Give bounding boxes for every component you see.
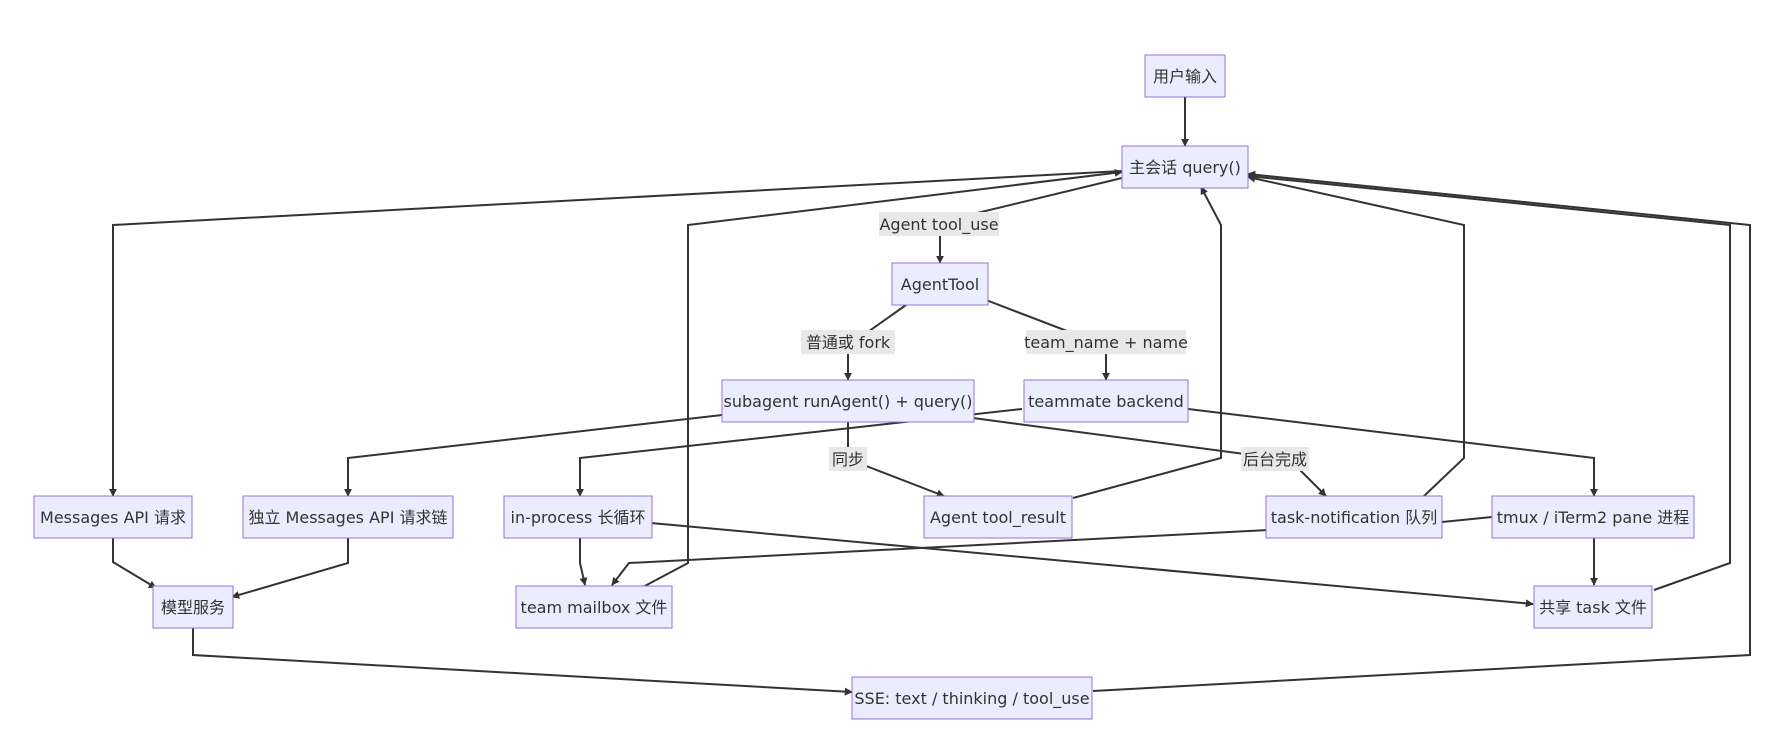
edge-tasknotif-to-mailbox (611, 529, 1269, 586)
node-teammate-backend-text: teammate backend (1028, 392, 1184, 411)
node-subagent-text: subagent runAgent() + query() (724, 392, 973, 411)
node-user-input-text: 用户输入 (1153, 67, 1217, 86)
edge-mailbox-to-main (640, 168, 1123, 589)
label-agent-tool-use-text: Agent tool_use (879, 215, 998, 235)
node-messages-api-text: Messages API 请求 (40, 508, 186, 527)
edge-result-to-main (1072, 186, 1222, 499)
node-shared-task-text: 共享 task 文件 (1539, 598, 1647, 617)
label-normal-or-fork-text: 普通或 fork (806, 333, 891, 352)
edges (109, 97, 1751, 696)
node-agent-tool-result: Agent tool_result (923, 495, 1073, 539)
edge-tmux-to-tasknotif (1441, 516, 1493, 523)
node-agent-tool-result-text: Agent tool_result (930, 508, 1066, 528)
node-independent-chain: 独立 Messages API 请求链 (242, 495, 454, 539)
node-tmux-pane: tmux / iTerm2 pane 进程 (1491, 495, 1695, 539)
node-model-service: 模型服务 (152, 585, 234, 629)
edge-teammate-to-tmux (1187, 408, 1598, 497)
label-sync-text: 同步 (832, 450, 864, 469)
node-main-query: 主会话 query() (1121, 145, 1249, 189)
edge-messagesapi-to-model (112, 538, 157, 589)
node-team-mailbox-text: team mailbox 文件 (521, 598, 668, 617)
label-sync: 同步 (829, 447, 867, 471)
label-team-name: team_name + name (1024, 330, 1188, 354)
edge-chain-to-model (231, 538, 349, 599)
edge-subagent-to-chain (344, 414, 723, 497)
label-agent-tool-use: Agent tool_use (879, 212, 999, 236)
edge-teammate-to-inprocess (576, 408, 1023, 497)
node-task-notification-text: task-notification 队列 (1271, 508, 1438, 527)
label-background-done-text: 后台完成 (1243, 450, 1307, 469)
node-model-service-text: 模型服务 (161, 598, 225, 617)
node-agent-tool-text: AgentTool (901, 275, 979, 294)
node-main-query-text: 主会话 query() (1129, 158, 1241, 177)
label-background-done: 后台完成 (1241, 447, 1309, 471)
node-subagent: subagent runAgent() + query() (721, 379, 975, 423)
node-independent-chain-text: 独立 Messages API 请求链 (248, 508, 447, 527)
node-team-mailbox: team mailbox 文件 (515, 585, 673, 629)
edge-sharedtask-to-main (1247, 172, 1731, 591)
edge-labels: Agent tool_use 普通或 fork team_name + name… (801, 212, 1309, 471)
edge-main-to-messagesapi (109, 170, 1123, 497)
edge-inprocess-to-mailbox (579, 538, 588, 586)
nodes: 用户输入 主会话 query() AgentTool subagent runA… (33, 54, 1695, 720)
node-task-notification: task-notification 队列 (1265, 495, 1443, 539)
node-in-process-text: in-process 长循环 (511, 508, 646, 527)
node-tmux-pane-text: tmux / iTerm2 pane 进程 (1497, 508, 1690, 527)
node-agent-tool: AgentTool (891, 262, 989, 306)
node-sse: SSE: text / thinking / tool_use (851, 676, 1093, 720)
edge-model-to-sse (192, 628, 853, 696)
edge-sse-to-main (1092, 170, 1751, 692)
label-normal-or-fork: 普通或 fork (801, 330, 895, 354)
node-sse-text: SSE: text / thinking / tool_use (854, 689, 1089, 709)
node-user-input: 用户输入 (1144, 54, 1226, 98)
node-messages-api: Messages API 请求 (33, 495, 193, 539)
node-teammate-backend: teammate backend (1023, 379, 1189, 423)
edge-tasknotif-to-main (1247, 174, 1465, 498)
node-shared-task: 共享 task 文件 (1533, 585, 1653, 629)
label-team-name-text: team_name + name (1024, 333, 1188, 353)
node-in-process: in-process 长循环 (503, 495, 653, 539)
edge-inprocess-to-sharedtask (650, 522, 1534, 608)
